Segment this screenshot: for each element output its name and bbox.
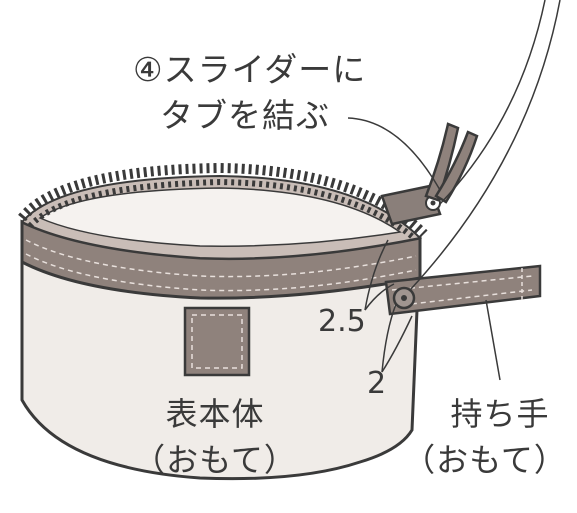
- zipper-teeth: [18, 162, 428, 238]
- leader-handle: [485, 299, 501, 381]
- band-stitch: [25, 239, 417, 278]
- zipper-teeth-inner: [27, 178, 416, 241]
- handle-label-line2: （おもて）: [403, 441, 567, 479]
- zipper-opening: [38, 187, 402, 247]
- leader-dim-25-a: [364, 239, 389, 311]
- leader-top-right-1: [439, 0, 546, 205]
- leader-dim-2-b: [381, 315, 413, 373]
- leader-dim-25-b: [364, 283, 395, 311]
- step-instruction-line1: ④スライダーに: [133, 50, 367, 89]
- handle-label-line1: 持ち手: [450, 395, 550, 433]
- dimension-2-5: 2.5: [318, 304, 366, 339]
- front-patch: [183, 306, 251, 377]
- body-label-line1: 表本体: [165, 395, 265, 433]
- leader-dim-2-a: [381, 303, 397, 373]
- handle-strap: [384, 264, 542, 316]
- body-label-line2: （おもて）: [133, 441, 297, 479]
- band-stitch-lower: [25, 253, 417, 292]
- step-instruction-line2: タブを結ぶ: [160, 96, 330, 135]
- leader-step: [347, 117, 441, 191]
- dimension-2: 2: [367, 366, 387, 401]
- leader-top-right-2: [409, 0, 561, 291]
